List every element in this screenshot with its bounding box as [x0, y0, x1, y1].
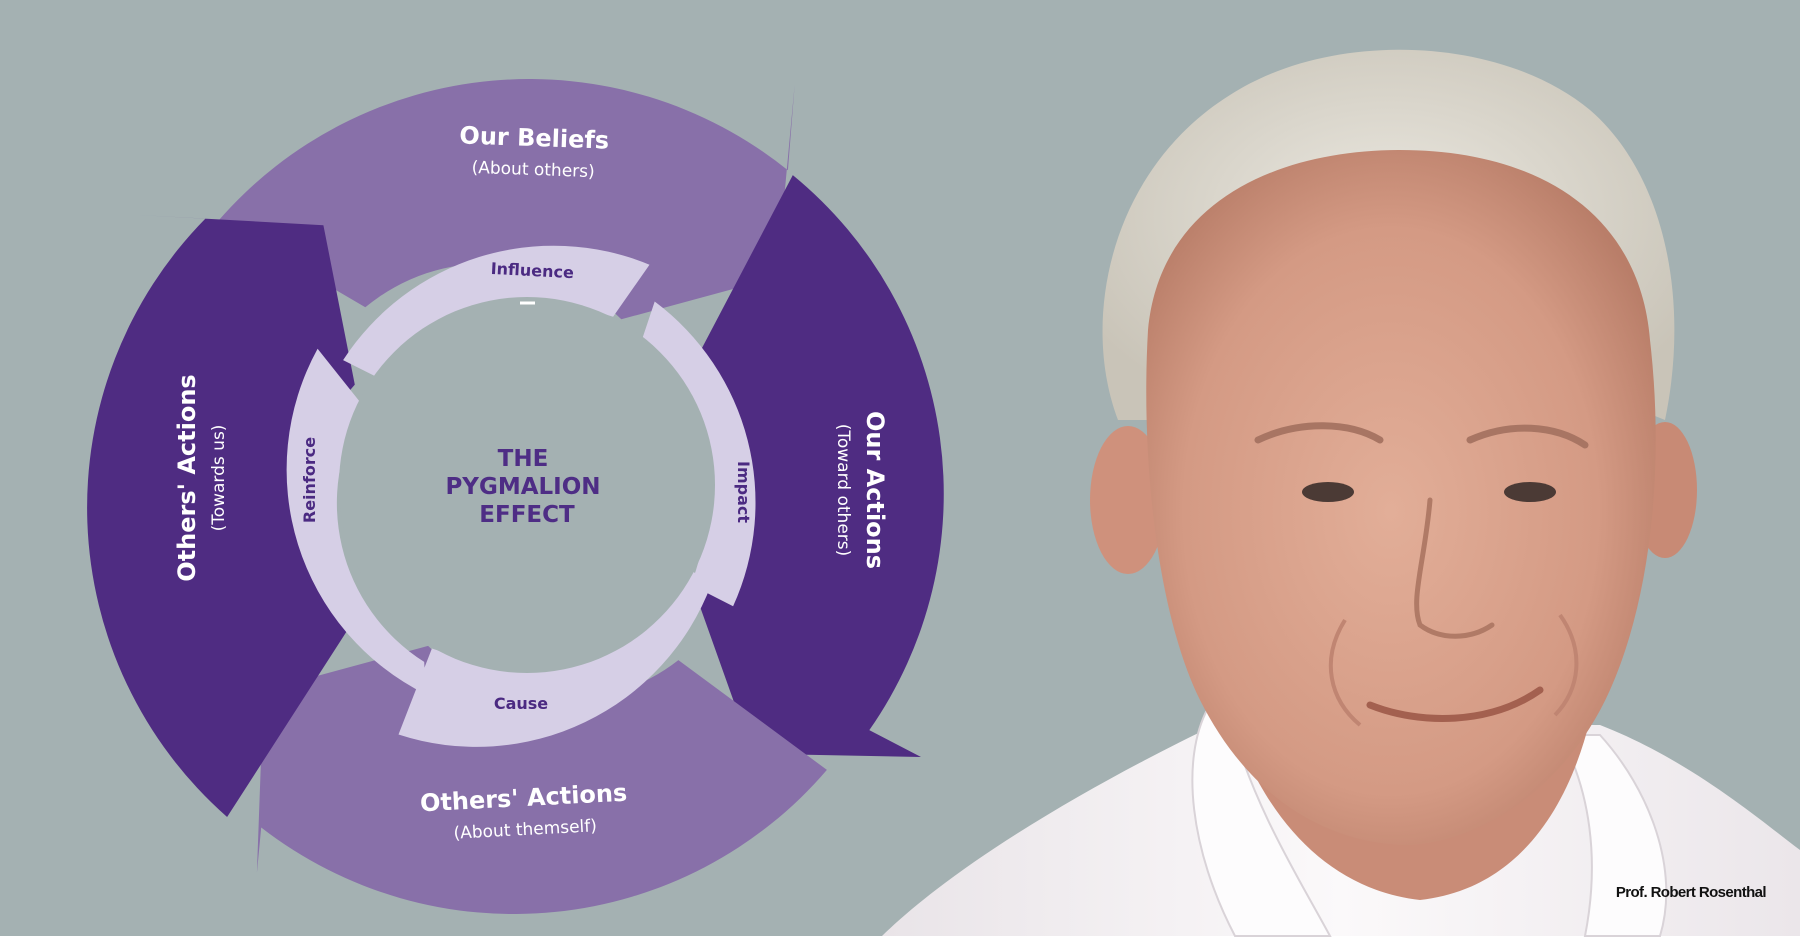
hair: [1102, 49, 1675, 420]
label-our-actions: Our Actions (Toward others): [833, 411, 889, 569]
inner-ring-reinforce: [286, 348, 426, 695]
label-our-beliefs-subtitle: (About others): [471, 158, 595, 182]
collar-right: [1558, 734, 1668, 937]
center-circle: [339, 297, 715, 673]
label-others-actions-us: Others' Actions (Towards us): [173, 374, 229, 581]
label-our-beliefs: Our Beliefs (About others): [459, 121, 610, 182]
pygmalion-cycle-diagram: [87, 79, 944, 915]
link-reinforce-label: Reinforce: [300, 437, 319, 523]
link-cause-label: Cause: [494, 694, 548, 713]
collar-left: [1191, 706, 1332, 937]
center-title: THE PYGMALION EFFECT: [445, 446, 608, 528]
link-influence-label: Influence: [490, 259, 574, 282]
face: [1146, 150, 1656, 845]
label-our-actions-subtitle: (Toward others): [833, 424, 853, 557]
ear-left: [1090, 426, 1166, 574]
segment-others-actions-self-arrow: [256, 645, 827, 915]
photo-caption: Prof. Robert Rosenthal: [1615, 884, 1767, 901]
segment-our-actions-arrow: [694, 175, 944, 758]
label-others-actions-us-title: Others' Actions: [173, 374, 201, 581]
label-our-beliefs-title: Our Beliefs: [459, 121, 610, 154]
nose: [1414, 497, 1495, 639]
brow-right: [1466, 424, 1589, 449]
brow-left: [1254, 422, 1384, 444]
label-others-actions-us-subtitle: (Towards us): [209, 425, 229, 532]
center-title-line-3: EFFECT: [479, 502, 575, 528]
segment-our-beliefs-arrow: [218, 79, 795, 320]
eye-right: [1504, 482, 1556, 502]
eye-left: [1302, 482, 1354, 502]
center-title-line-1: THE: [498, 446, 549, 472]
center-title-line-2: PYGMALION: [445, 474, 600, 500]
segment-others-actions-us-arrow: [87, 215, 355, 817]
mouth: [1366, 686, 1544, 723]
label-our-actions-title: Our Actions: [861, 411, 889, 569]
smile-line-left: [1328, 618, 1362, 727]
smile-line-right: [1553, 613, 1579, 717]
bottom-border: [0, 936, 1800, 949]
link-impact-label: Impact: [734, 461, 753, 523]
portrait-photo: [882, 49, 1800, 937]
